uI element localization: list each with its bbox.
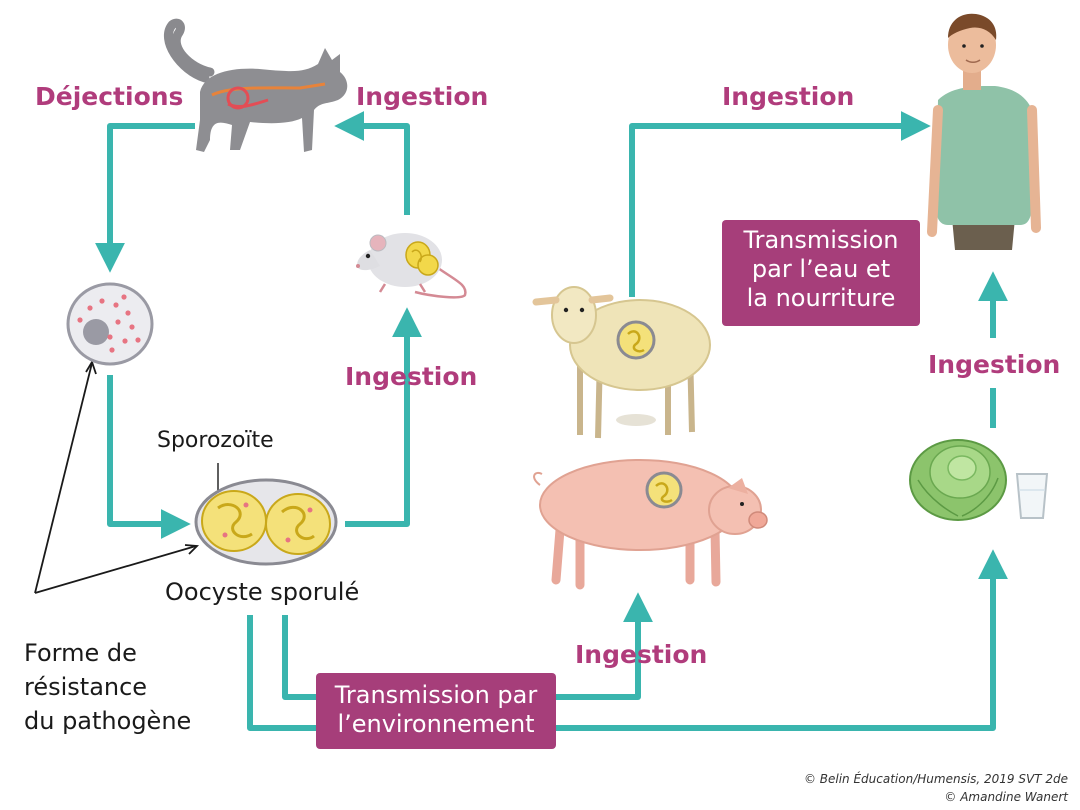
sporulated-oocyst-icon: [194, 478, 338, 566]
pointer-to-sporulated: [34, 545, 197, 594]
arrow-env-to-lettuce: [247, 549, 1008, 731]
pig-icon: [533, 459, 768, 590]
oocyst-icon: [66, 282, 154, 366]
cat-icon: [163, 18, 348, 152]
label-ingestion-human-top: Ingestion: [722, 82, 855, 111]
arrow-cat-to-oocyst: [95, 123, 195, 273]
forme-line-2: résistance: [24, 673, 148, 701]
label-dejections: Déjections: [35, 82, 184, 111]
water-glass-icon: [1015, 473, 1049, 519]
label-oocyste-sporule: Oocyste sporulé: [165, 578, 360, 606]
box-eau-line-3: la nourriture: [746, 284, 896, 312]
sheep-icon: [532, 286, 711, 439]
box-env-line-1: Transmission par: [334, 681, 538, 709]
box-env-line-2: l’environnement: [337, 710, 535, 738]
arrow-sheep-to-human: [629, 111, 931, 297]
credit-illustrator: © Amandine Wanert: [944, 790, 1068, 804]
label-ingestion-human-right: Ingestion: [928, 350, 1061, 379]
box-eau-line-2: par l’eau et: [751, 255, 891, 283]
lettuce-icon: [909, 439, 1007, 521]
label-forme-resistance: Forme de résistance du pathogène: [24, 636, 191, 738]
arrow-sporulated-to-mouse: [345, 307, 422, 527]
mouse-icon: [356, 233, 467, 299]
pointer-to-oocyst: [34, 362, 93, 594]
box-transmission-eau-nourriture: Transmission par l’eau et la nourriture: [722, 220, 920, 326]
box-transmission-environnement: Transmission par l’environnement: [316, 673, 556, 749]
label-sporozoite: Sporozoïte: [157, 428, 274, 453]
forme-line-1: Forme de: [24, 639, 137, 667]
human-icon: [927, 13, 1041, 250]
arrow-mouse-to-cat: [334, 111, 410, 215]
credit-publisher: © Belin Éducation/Humensis, 2019 SVT 2de: [803, 772, 1068, 786]
label-ingestion-mouse: Ingestion: [345, 362, 478, 391]
arrow-oocyst-to-sporulated: [107, 375, 191, 539]
label-ingestion-cat: Ingestion: [356, 82, 489, 111]
forme-line-3: du pathogène: [24, 707, 192, 735]
box-eau-line-1: Transmission: [743, 226, 899, 254]
label-ingestion-pig: Ingestion: [575, 640, 708, 669]
